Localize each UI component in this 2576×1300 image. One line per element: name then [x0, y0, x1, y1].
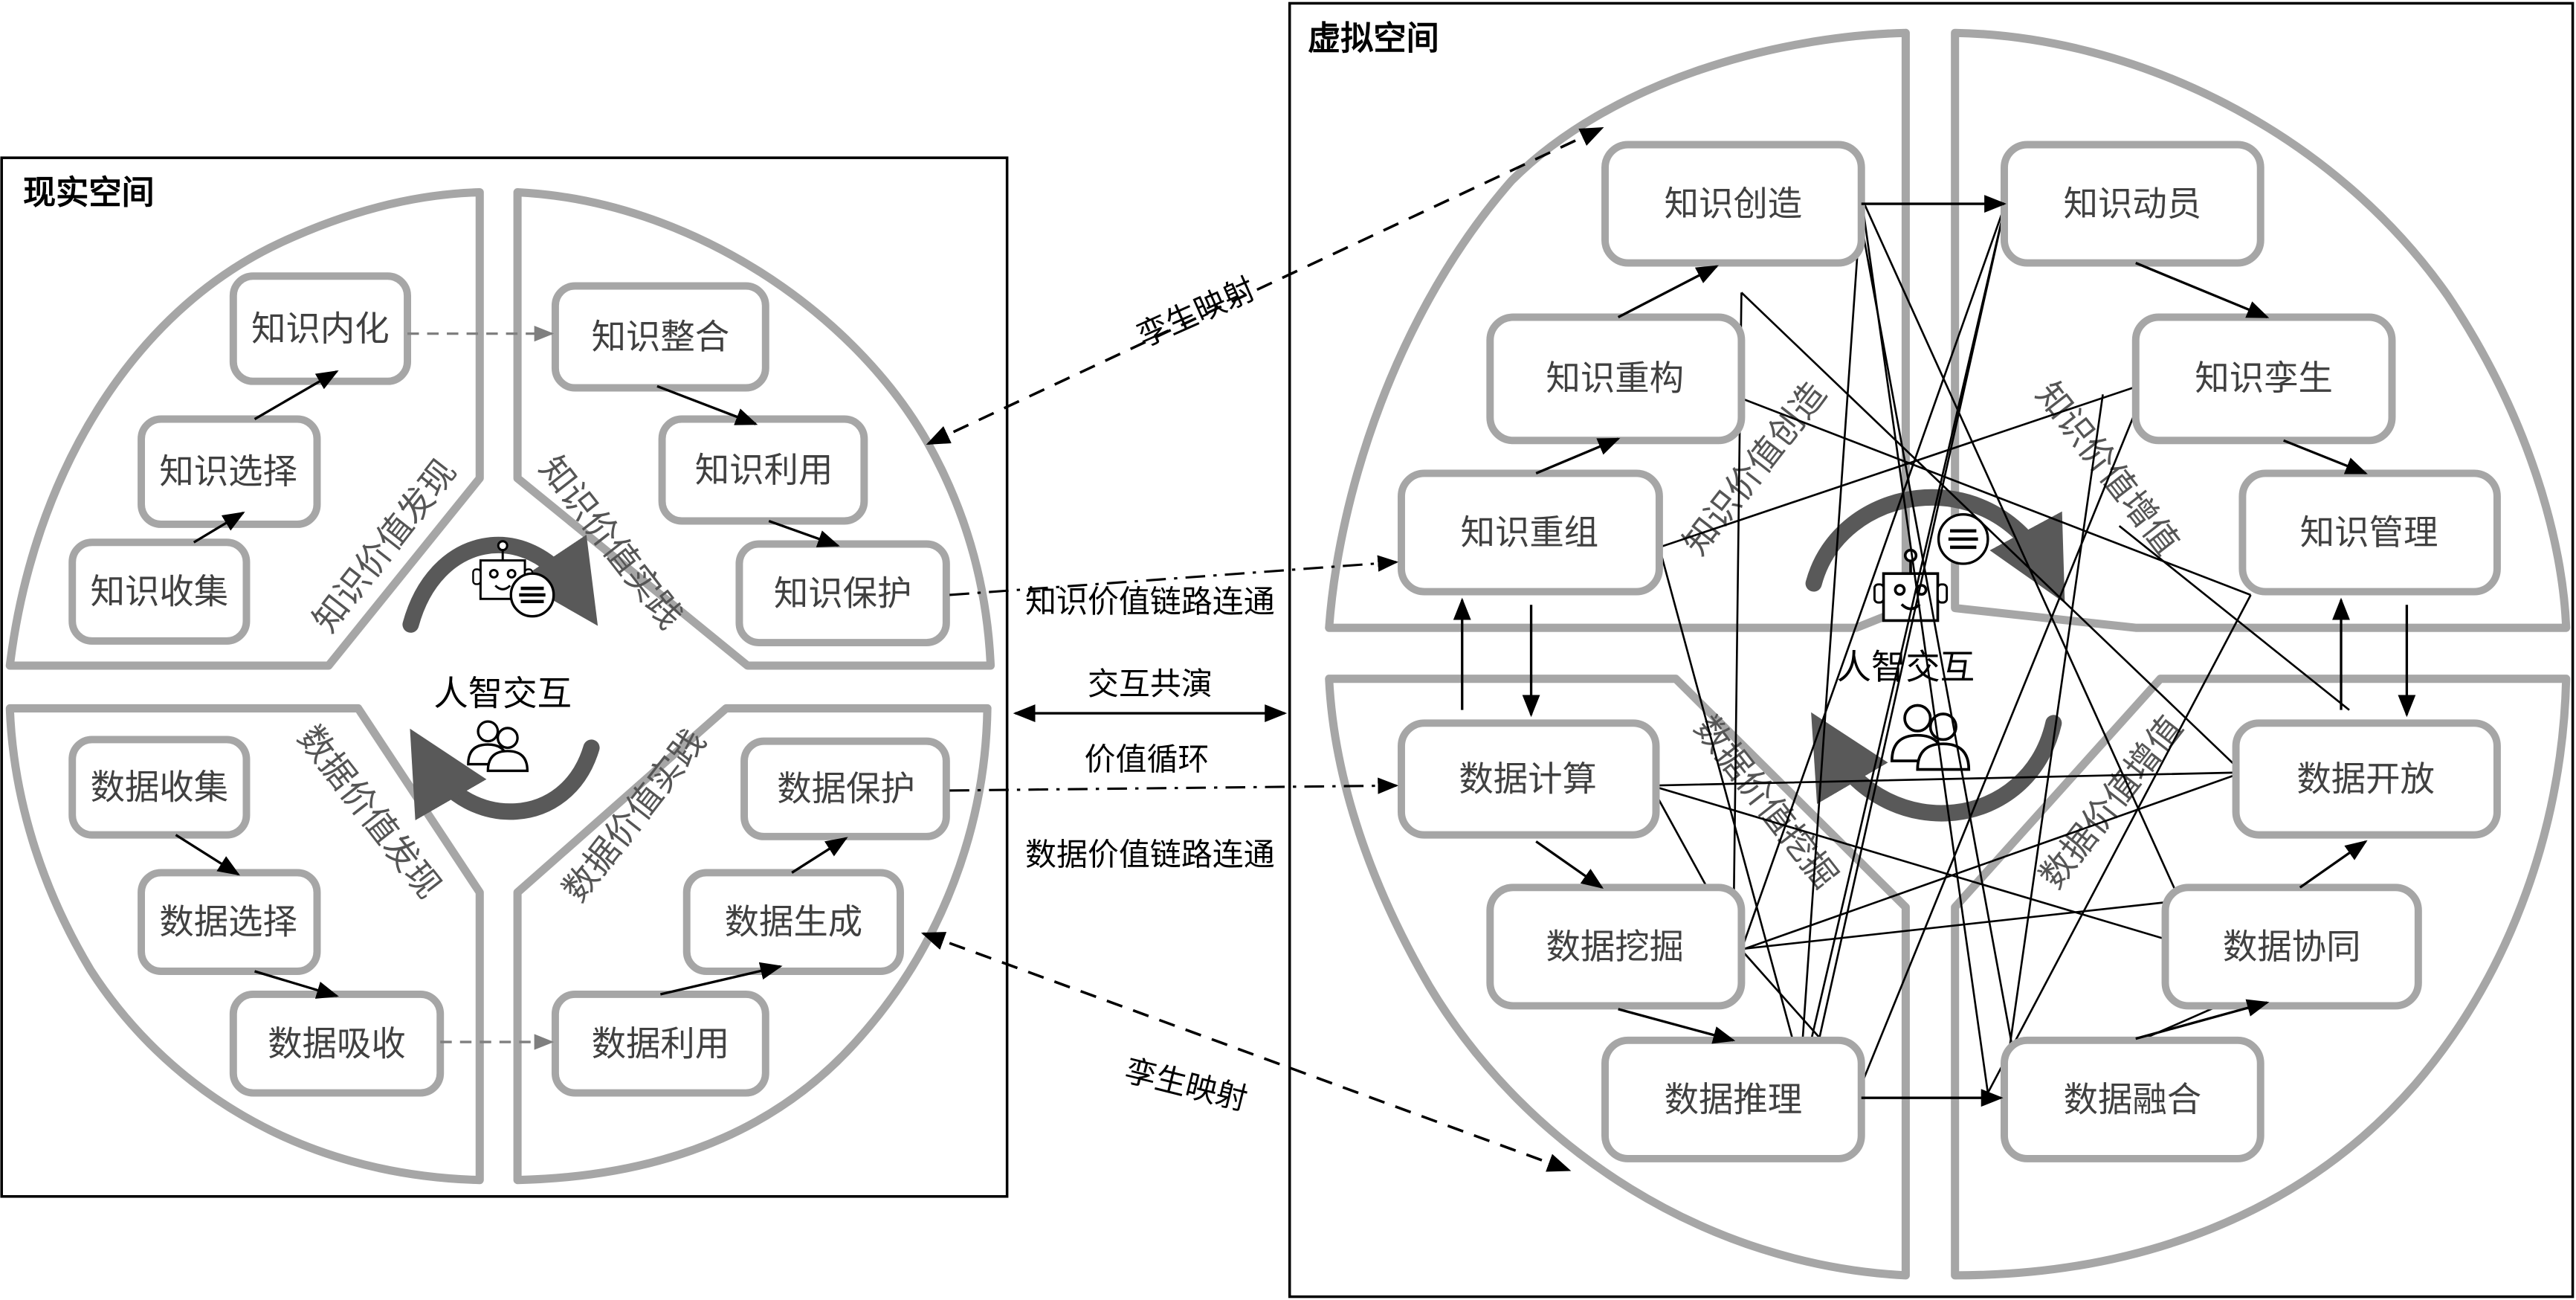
virtual-space-panel: 虚拟空间 知识价值创造 知识价值增值 数据价值挖掘 数据价值增值 人智交互 [1288, 1, 2575, 1299]
real-space-panel: 现实空间 知识价值发现 知识价值实践 数据价值发现 数据价值实践 [0, 156, 1009, 1198]
cycle-arrow-top [1805, 489, 2065, 604]
users-icon [467, 720, 529, 773]
node-label: 知识重构 [1546, 358, 1684, 398]
virtual-space-title: 虚拟空间 [1308, 19, 1439, 57]
node-knowledge-reconstruct[interactable]: 知识重构 [1486, 313, 1746, 445]
flow-arrow [659, 962, 783, 996]
node-knowledge-mobilize[interactable]: 知识动员 [2001, 141, 2265, 267]
node-label: 知识管理 [2300, 512, 2438, 553]
web-line [2003, 394, 2104, 1085]
node-label: 数据协同 [2223, 927, 2361, 967]
node-knowledge-twin[interactable]: 知识孪生 [2131, 313, 2396, 445]
web-line [2118, 525, 2350, 711]
data-chain-arrow [949, 777, 1399, 794]
flow-arrow [1535, 437, 1621, 474]
flow-arrow [1617, 265, 1719, 318]
node-data-compute[interactable]: 数据计算 [1398, 719, 1660, 839]
flow-arrow [2299, 840, 2368, 889]
flow-arrow [768, 519, 840, 547]
node-label: 知识创造 [1665, 184, 1803, 224]
node-data-protect[interactable]: 数据保护 [740, 737, 950, 840]
node-knowledge-internalize[interactable]: 知识内化 [229, 272, 412, 385]
node-label: 数据开放 [2296, 759, 2435, 799]
node-knowledge-reorganize[interactable]: 知识重组 [1398, 469, 1663, 596]
node-knowledge-select[interactable]: 知识选择 [138, 415, 321, 528]
knowledge-chain-label: 知识价值链路连通 [1025, 583, 1275, 620]
node-label: 数据选择 [159, 902, 297, 942]
flow-arrow [656, 384, 758, 425]
twin-mapping-bottom-arrow [920, 932, 1572, 1172]
node-knowledge-use[interactable]: 知识利用 [658, 415, 868, 525]
flow-arrow [175, 834, 240, 876]
node-knowledge-collect[interactable]: 知识收集 [68, 538, 251, 645]
node-label: 数据收集 [91, 768, 229, 808]
node-label: 知识保护 [774, 573, 912, 614]
node-data-use[interactable]: 数据利用 [551, 990, 769, 1097]
chat-bubble-icon [509, 572, 555, 618]
twin-mapping-bottom-label: 孪生映射 [1121, 1052, 1251, 1117]
flow-arrow [254, 370, 339, 420]
node-label: 数据挖掘 [1546, 927, 1684, 967]
node-label: 数据保护 [777, 769, 915, 809]
web-line [1697, 380, 2251, 596]
flow-arrow [2135, 262, 2270, 319]
node-label: 知识孪生 [2195, 358, 2333, 398]
flow-arrow [791, 837, 848, 874]
node-label: 知识选择 [159, 451, 297, 492]
data-chain-label: 数据价值链路连通 [1025, 837, 1275, 873]
twin-mapping-top-label: 孪生映射 [1132, 270, 1260, 354]
node-label: 知识收集 [91, 572, 229, 612]
knowledge-chain-arrow [949, 555, 1399, 596]
node-data-open[interactable]: 数据开放 [2232, 719, 2501, 839]
node-label: 知识整合 [592, 317, 730, 357]
node-label: 知识利用 [695, 450, 833, 490]
flow-arrow [1618, 1008, 1736, 1044]
co-evolution-label: 交互共演 [1088, 666, 1213, 702]
node-data-reason[interactable]: 数据推理 [1601, 1036, 1865, 1162]
cycle-arrow-bottom [410, 728, 600, 821]
node-data-select[interactable]: 数据选择 [138, 869, 321, 975]
flow-arrow [2135, 999, 2270, 1040]
chat-bubble-icon [1937, 513, 1989, 565]
node-label: 数据吸收 [268, 1023, 406, 1064]
flow-arrow [2283, 439, 2368, 474]
node-label: 数据融合 [2064, 1079, 2202, 1119]
flow-arrow [1535, 840, 1604, 889]
node-label: 知识动员 [2064, 184, 2202, 224]
node-label: 知识内化 [251, 309, 390, 349]
node-data-collect[interactable]: 数据收集 [68, 736, 251, 839]
node-label: 数据计算 [1459, 759, 1597, 799]
flow-arrow [254, 970, 339, 999]
twin-mapping-top-arrow [926, 126, 1604, 445]
cycle-arrow-bottom [1811, 712, 2062, 822]
node-label: 数据推理 [1665, 1079, 1803, 1119]
node-knowledge-create[interactable]: 知识创造 [1601, 141, 1865, 267]
users-icon [1890, 704, 1971, 771]
flow-arrow [193, 511, 245, 544]
node-data-mine[interactable]: 数据挖掘 [1486, 884, 1746, 1010]
node-data-collaborate[interactable]: 数据协同 [2161, 884, 2422, 1010]
web-line [1650, 202, 2243, 952]
real-space-frame [0, 156, 1009, 1198]
cycle-arrow-top [402, 534, 598, 633]
node-knowledge-protect[interactable]: 知识保护 [735, 540, 950, 647]
node-label: 数据生成 [725, 902, 863, 942]
node-data-absorb[interactable]: 数据吸收 [229, 990, 445, 1097]
virtual-space-frame [1288, 1, 2575, 1299]
value-cycle-label: 价值循环 [1085, 741, 1210, 777]
real-center-label: 人智交互 [433, 674, 572, 714]
web-line [1659, 380, 2153, 549]
node-label: 知识重组 [1461, 512, 1599, 553]
node-data-fuse[interactable]: 数据融合 [2001, 1036, 2265, 1162]
node-data-generate[interactable]: 数据生成 [682, 869, 904, 975]
node-knowledge-manage[interactable]: 知识管理 [2238, 469, 2501, 596]
node-knowledge-integrate[interactable]: 知识整合 [551, 282, 769, 392]
node-label: 数据利用 [592, 1023, 730, 1064]
real-space-title: 现实空间 [23, 174, 155, 212]
web-line [1860, 410, 2137, 1085]
